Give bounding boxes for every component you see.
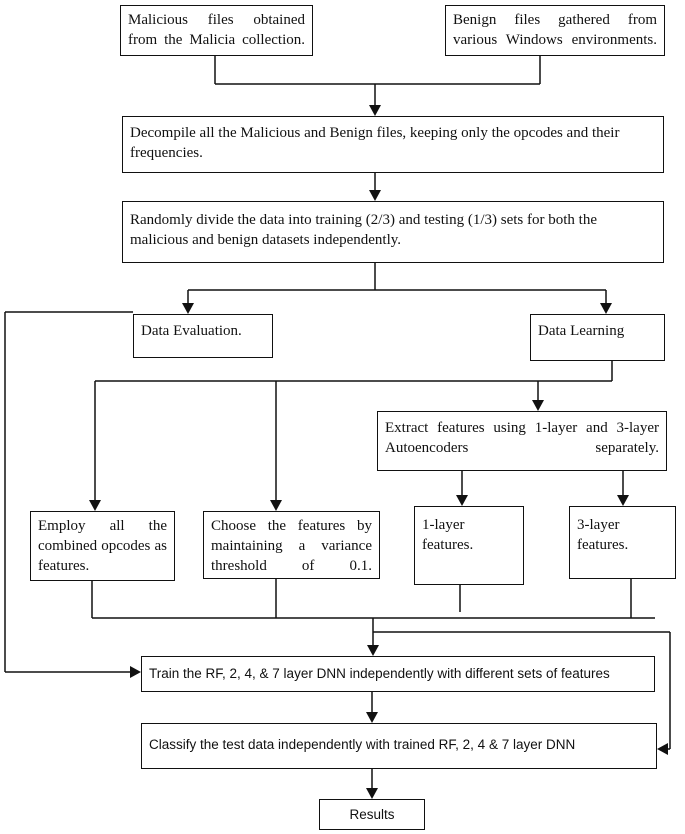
data-evaluation-text: Data Evaluation. <box>141 323 242 339</box>
extract-features-box: Extract features using 1-layer and 3-lay… <box>377 411 667 471</box>
classify-text: Classify the test data independently wit… <box>149 737 576 752</box>
layer3-features-box: 3-layer features. <box>569 506 676 579</box>
data-learning-text: Data Learning <box>538 323 625 339</box>
benign-source-box: Benign files gathered from various Windo… <box>445 5 665 56</box>
split-text: Randomly divide the data into training (… <box>130 212 597 248</box>
benign-source-text: Benign files gathered from various Windo… <box>453 12 657 48</box>
decompile-text: Decompile all the Malicious and Benign f… <box>130 125 620 161</box>
classify-box: Classify the test data independently wit… <box>141 723 657 769</box>
variance-threshold-text: Choose the features by maintaining a var… <box>211 518 372 574</box>
train-text: Train the RF, 2, 4, & 7 layer DNN indepe… <box>149 666 610 681</box>
train-box: Train the RF, 2, 4, & 7 layer DNN indepe… <box>141 656 655 692</box>
malicious-source-text: Malicious files obtained from the Malici… <box>128 12 305 48</box>
results-box: Results <box>319 799 425 830</box>
all-opcodes-text: Employ all the combined opcodes as featu… <box>38 518 167 574</box>
results-text: Results <box>349 807 395 822</box>
decompile-box: Decompile all the Malicious and Benign f… <box>122 116 664 173</box>
variance-threshold-box: Choose the features by maintaining a var… <box>203 511 380 579</box>
malicious-source-box: Malicious files obtained from the Malici… <box>120 5 313 56</box>
layer3-features-text: 3-layer features. <box>577 517 629 553</box>
all-opcodes-box: Employ all the combined opcodes as featu… <box>30 511 175 581</box>
split-box: Randomly divide the data into training (… <box>122 201 664 263</box>
extract-features-text: Extract features using 1-layer and 3-lay… <box>385 420 659 456</box>
layer1-features-box: 1-layer features. <box>414 506 524 585</box>
data-evaluation-box: Data Evaluation. <box>133 314 273 358</box>
layer1-features-text: 1-layer features. <box>422 517 474 553</box>
data-learning-box: Data Learning <box>530 314 665 361</box>
